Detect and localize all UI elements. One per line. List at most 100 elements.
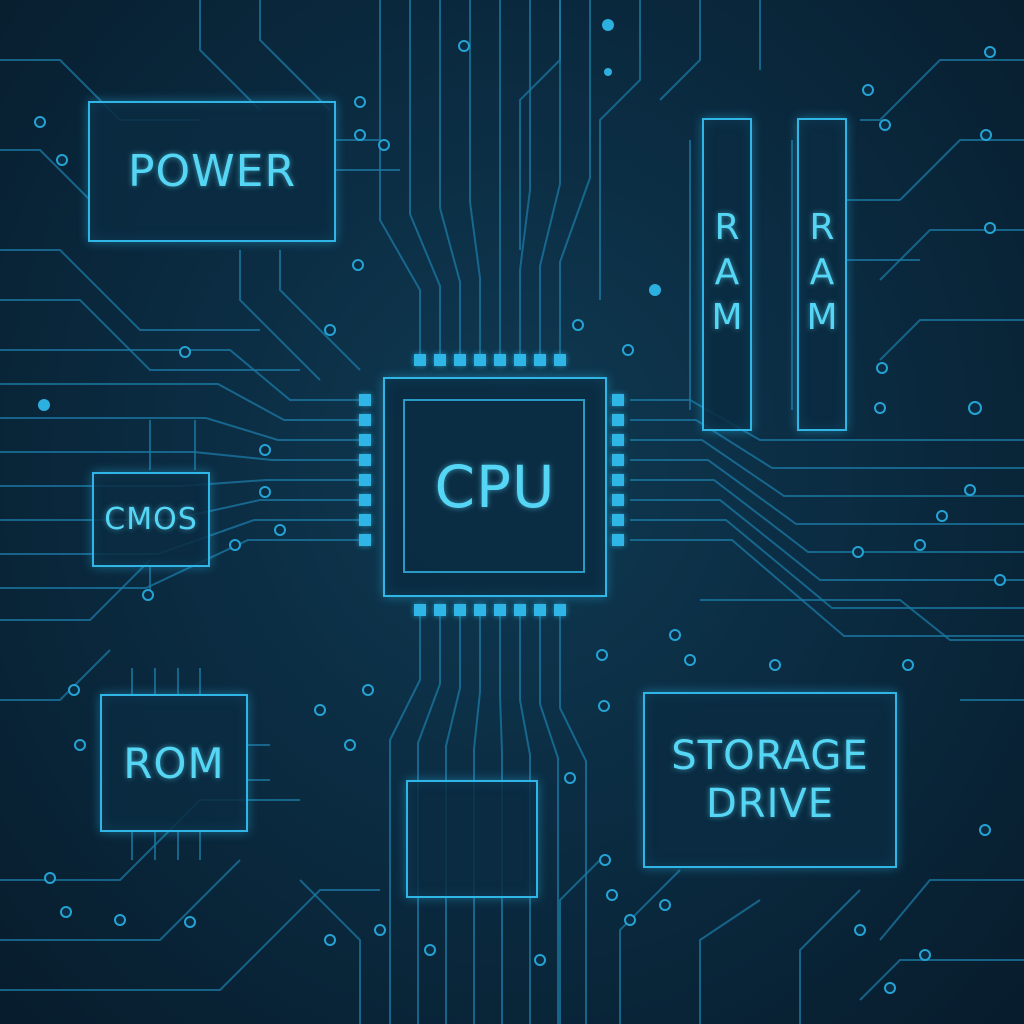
via-dot <box>379 140 389 150</box>
circuit-trace <box>0 350 360 400</box>
cpu-pin <box>434 604 446 616</box>
via-dot <box>660 900 670 910</box>
via-dot <box>937 511 947 521</box>
cpu-pin <box>612 394 624 406</box>
via-dot <box>61 907 71 917</box>
cpu-pin <box>612 534 624 546</box>
via-dot <box>597 650 607 660</box>
circuit-trace <box>380 0 420 360</box>
via-dot <box>565 773 575 783</box>
cpu-pin <box>494 604 506 616</box>
cpu-pin <box>359 494 371 506</box>
via-dot <box>57 155 67 165</box>
circuit-trace <box>0 452 360 460</box>
circuit-trace <box>880 230 1024 280</box>
cpu-pin <box>534 604 546 616</box>
via-dot <box>969 402 981 414</box>
cpu-pin <box>612 434 624 446</box>
cpu-pin <box>554 604 566 616</box>
power-label: POWER <box>128 146 296 197</box>
circuit-trace <box>540 0 560 360</box>
cpu-pin <box>474 604 486 616</box>
via-dot <box>670 630 680 640</box>
cpu-pin <box>612 494 624 506</box>
circuit-trace <box>630 520 1024 608</box>
via-dot <box>995 575 1005 585</box>
via-dot <box>920 950 930 960</box>
circuit-trace <box>620 870 680 1024</box>
via-dot <box>903 660 913 670</box>
cpu-pin <box>474 354 486 366</box>
rom-component: ROM <box>100 694 248 832</box>
cpu-pin <box>359 414 371 426</box>
circuit-trace <box>660 0 700 100</box>
circuit-trace <box>860 60 1024 120</box>
circuit-trace <box>630 540 1024 636</box>
via-dot <box>599 701 609 711</box>
via-dot <box>535 955 545 965</box>
cpu-pin <box>612 474 624 486</box>
cpu-pin <box>359 454 371 466</box>
via-dot <box>375 925 385 935</box>
via-dot <box>770 660 780 670</box>
cpu-pin <box>612 414 624 426</box>
cpu-pin <box>494 354 506 366</box>
via-dot <box>260 445 270 455</box>
via-dot <box>875 403 885 413</box>
via-dot <box>863 85 873 95</box>
circuit-trace <box>0 650 110 700</box>
via-dot <box>649 284 661 296</box>
circuit-trace <box>880 880 1024 940</box>
storage-label-line-1: STORAGE <box>671 732 868 780</box>
via-dot <box>115 915 125 925</box>
circuit-trace <box>700 600 1024 640</box>
circuit-trace <box>0 150 90 200</box>
cpu-pin <box>534 354 546 366</box>
circuit-trace <box>880 320 1024 360</box>
via-dot <box>877 363 887 373</box>
unlabeled-chip <box>406 780 538 898</box>
cpu-pin <box>454 354 466 366</box>
circuit-trace <box>560 0 590 360</box>
via-dot <box>985 47 995 57</box>
via-dot <box>880 120 890 130</box>
circuit-trace <box>600 0 640 300</box>
cpu-pin <box>514 354 526 366</box>
via-dot <box>425 945 435 955</box>
storage-label-line-2: DRIVE <box>706 780 834 828</box>
via-dot <box>915 540 925 550</box>
cmos-component: CMOS <box>92 472 210 567</box>
cpu-pin <box>554 354 566 366</box>
cpu-pin <box>359 534 371 546</box>
via-dot <box>38 399 50 411</box>
via-dot <box>345 740 355 750</box>
cpu-pin <box>414 604 426 616</box>
cpu-pin <box>359 474 371 486</box>
via-dot <box>985 223 995 233</box>
via-dot <box>35 117 45 127</box>
circuit-trace <box>200 0 260 110</box>
via-dot <box>459 41 469 51</box>
via-dot <box>230 540 240 550</box>
ram-module-2: RAM <box>797 118 847 431</box>
via-dot <box>685 655 695 665</box>
via-dot <box>604 68 612 76</box>
via-dot <box>623 345 633 355</box>
cpu-pin <box>454 604 466 616</box>
cpu-pin <box>514 604 526 616</box>
via-dot <box>602 19 614 31</box>
cpu-label: CPU <box>435 453 556 521</box>
via-dot <box>625 915 635 925</box>
circuit-trace <box>520 0 530 360</box>
via-dot <box>363 685 373 695</box>
via-dot <box>275 525 285 535</box>
via-dot <box>855 925 865 935</box>
via-dot <box>981 130 991 140</box>
via-dot <box>353 260 363 270</box>
circuit-trace <box>0 300 300 370</box>
via-dot <box>573 320 583 330</box>
circuit-trace <box>410 0 440 360</box>
via-dot <box>885 983 895 993</box>
circuit-trace <box>440 0 460 360</box>
cpu-pin <box>612 514 624 526</box>
